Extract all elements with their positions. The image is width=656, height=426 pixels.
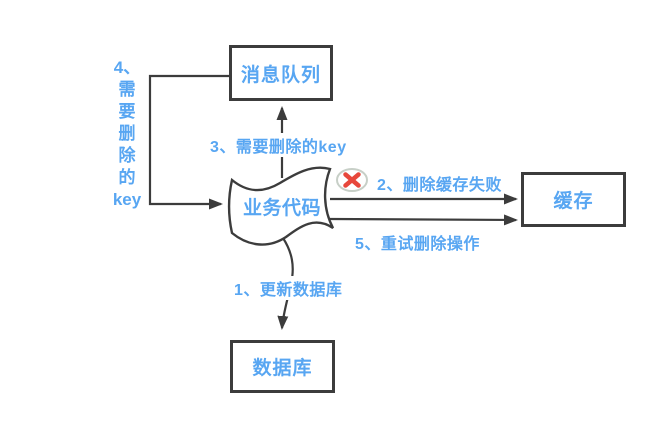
node-cache: 缓存 <box>521 172 626 227</box>
business-code-shape <box>227 166 335 246</box>
node-cache-label: 缓存 <box>553 191 594 212</box>
edge-label-key-to-delete: 4、 需 要 删 除 的 key <box>112 58 142 209</box>
edge-label-update-database: 1、更新数据库 <box>232 276 345 300</box>
node-database: 数据库 <box>230 340 335 393</box>
error-x-icon <box>336 168 368 192</box>
node-business-code-label: 业务代码 <box>242 197 321 219</box>
node-message-queue-label: 消息队列 <box>240 64 321 86</box>
edge-label-retry-delete: 5、重试删除操作 <box>355 236 480 253</box>
edge-retry-delete <box>329 214 518 226</box>
edge-key-to-delete <box>148 74 229 210</box>
edge-label-key-to-queue: 3、需要删除的key <box>208 133 349 157</box>
node-database-label: 数据库 <box>252 358 313 379</box>
node-message-queue: 消息队列 <box>229 45 333 101</box>
edge-label-delete-cache-failed: 2、删除缓存失败 <box>377 177 502 194</box>
